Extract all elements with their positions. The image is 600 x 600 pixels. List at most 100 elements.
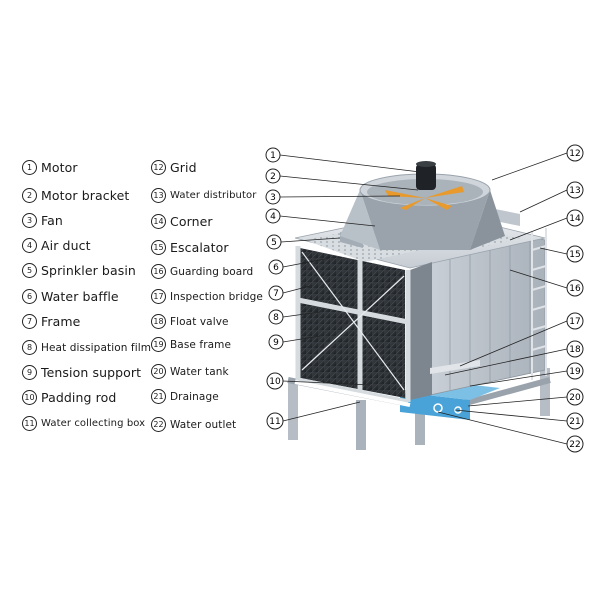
legend-item-air-duct: 4 Air duct [22, 238, 91, 253]
legend-label: Base frame [170, 338, 232, 351]
legend-item-padding-rod: 10 Padding rod [22, 390, 116, 405]
legend-label: Padding rod [41, 390, 117, 405]
fan [385, 186, 464, 210]
callout-6: 6 [268, 259, 284, 275]
leader-12 [491, 152, 568, 181]
svg-text:20: 20 [569, 393, 581, 403]
leader-20 [467, 396, 568, 407]
legend-label: Tension support [41, 365, 142, 380]
leader-1 [279, 154, 421, 173]
leader-14 [509, 217, 568, 241]
legend-label: Water collecting box [41, 418, 146, 429]
callout-20: 20 [566, 388, 584, 406]
legend-item-tension-support: 9 Tension support [22, 365, 141, 380]
legend-number: 4 [22, 238, 37, 253]
svg-text:10: 10 [269, 377, 281, 387]
leader-18 [444, 348, 568, 376]
legend-number: 6 [22, 289, 37, 304]
legend-label: Sprinkler basin [41, 263, 136, 278]
leader-9 [282, 335, 321, 343]
svg-text:8: 8 [273, 313, 279, 323]
inspection-bridge [430, 360, 480, 374]
frame [295, 246, 411, 405]
legend-label: Guarding board [170, 265, 254, 278]
legend-item-water-outlet: 22 Water outlet [151, 417, 236, 432]
svg-text:18: 18 [569, 345, 581, 355]
legend-item-base-frame: 19 Base frame [151, 337, 231, 352]
legend-item-drainage: 21 Drainage [151, 389, 219, 404]
callout-13: 13 [566, 181, 584, 199]
leader-15 [539, 247, 568, 255]
legend-label: Drainage [170, 390, 219, 403]
legend-number: 15 [151, 240, 166, 255]
legend-number: 1 [22, 160, 37, 175]
callout-10: 10 [266, 372, 284, 390]
svg-text:12: 12 [569, 149, 580, 159]
legend-number: 12 [151, 160, 166, 175]
tension-support [301, 275, 405, 371]
legend-number: 18 [151, 314, 166, 329]
svg-text:3: 3 [270, 193, 276, 203]
svg-text:15: 15 [569, 250, 580, 260]
callout-leaders [279, 152, 568, 445]
leader-13 [519, 189, 568, 213]
legend-number: 9 [22, 365, 37, 380]
callout-3: 3 [265, 189, 281, 205]
svg-text:9: 9 [273, 338, 279, 348]
legend-number: 13 [151, 188, 166, 203]
callout-12: 12 [566, 144, 584, 162]
air-duct [340, 190, 505, 250]
legend-number: 22 [151, 417, 166, 432]
legend-number: 3 [22, 213, 37, 228]
legend-number: 20 [151, 364, 166, 379]
leader-22 [437, 411, 568, 445]
legend-label: Motor bracket [41, 188, 130, 203]
fill-media [300, 248, 432, 400]
callout-15: 15 [566, 245, 584, 263]
legend-number: 2 [22, 188, 37, 203]
leader-19 [469, 370, 568, 387]
legend-item-guarding-board: 16 Guarding board [151, 264, 253, 279]
legend-item-escalator: 15 Escalator [151, 240, 229, 255]
legend-item-motor: 1 Motor [22, 160, 78, 175]
legend-label: Heat dissipation film [41, 341, 152, 354]
legend-item-grid: 12 Grid [151, 160, 197, 175]
svg-text:13: 13 [569, 186, 580, 196]
legend-item-fan: 3 Fan [22, 213, 63, 228]
svg-text:17: 17 [569, 317, 580, 327]
leader-3 [279, 195, 401, 198]
escalator [531, 228, 547, 380]
legend-item-frame: 7 Frame [22, 314, 80, 329]
legend-label: Water outlet [170, 418, 237, 431]
legend-item-float-valve: 18 Float valve [151, 314, 229, 329]
legend-number: 5 [22, 263, 37, 278]
legend-item-inspection-bridge: 17 Inspection bridge [151, 289, 263, 304]
svg-text:6: 6 [273, 263, 279, 273]
legend-label: Water distributor [170, 190, 257, 201]
leader-5 [280, 237, 341, 243]
leader-21 [454, 409, 568, 422]
legend-item-heat-dissipation-film: 8 Heat dissipation film [22, 340, 151, 355]
svg-text:11: 11 [269, 417, 280, 427]
svg-text:16: 16 [569, 284, 581, 294]
water-collecting-box [294, 380, 411, 407]
callout-2: 2 [265, 168, 281, 184]
leader-17 [459, 320, 568, 367]
callout-9: 9 [268, 334, 284, 350]
tension-support [301, 251, 405, 391]
leader-2 [279, 175, 419, 191]
grid [367, 179, 483, 205]
legend-number: 7 [22, 314, 37, 329]
component-legend: 1 Motor 2 Motor bracket 3 Fan 4 Air duct… [0, 0, 270, 600]
legend-number: 8 [22, 340, 37, 355]
legend-number: 11 [22, 416, 37, 431]
legend-item-water-distributor: 13 Water distributor [151, 188, 256, 203]
legend-item-corner: 14 Corner [151, 214, 213, 229]
legend-label: Air duct [41, 238, 91, 253]
legend-number: 16 [151, 264, 166, 279]
svg-text:1: 1 [270, 151, 276, 161]
svg-text:2: 2 [270, 172, 276, 182]
leader-16 [509, 269, 568, 289]
legend-label: Escalator [170, 240, 229, 255]
